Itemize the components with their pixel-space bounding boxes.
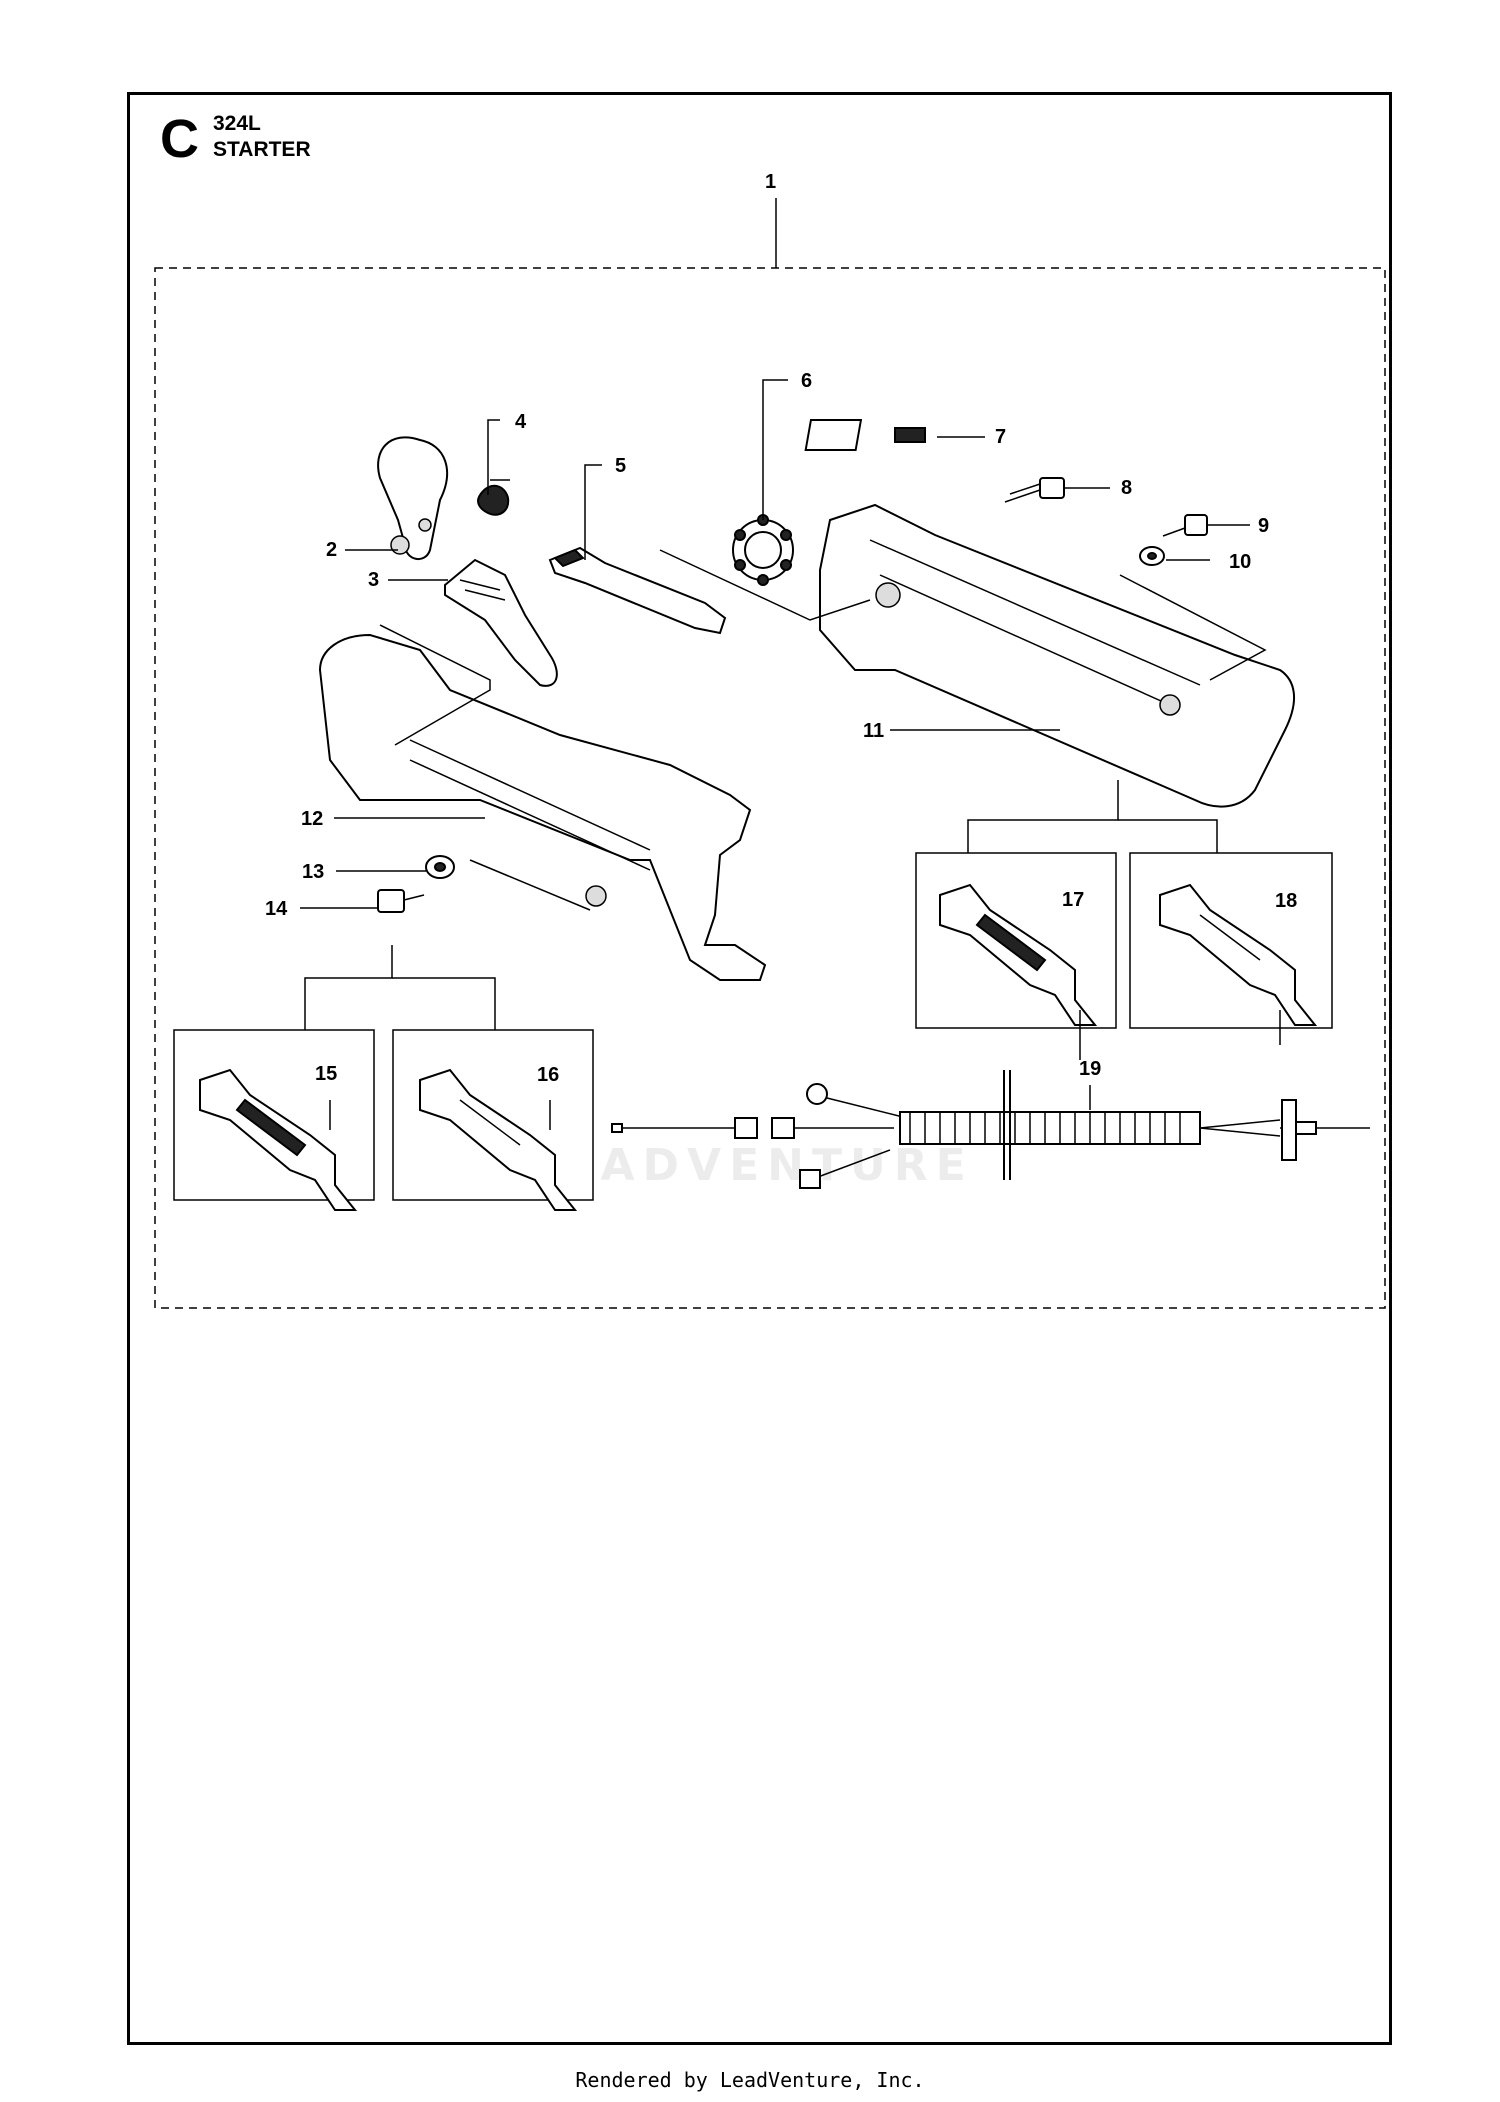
part-4-spring — [477, 479, 510, 516]
callout-13: 13 — [302, 861, 324, 883]
callout-6: 6 — [801, 370, 812, 392]
callout-8: 8 — [1121, 477, 1132, 499]
callout-3: 3 — [368, 569, 379, 591]
part-12-handle — [318, 633, 767, 981]
part-8-screw — [1004, 477, 1065, 503]
part-6-ring — [732, 514, 794, 586]
footer-credit: Rendered by LeadVenture, Inc. — [575, 2068, 925, 2092]
part-19-cable — [611, 1070, 1370, 1189]
model-label: 324L — [213, 112, 261, 135]
part-5-lever — [548, 546, 727, 635]
part-15-handle — [199, 1068, 358, 1211]
callout-15: 15 — [315, 1063, 337, 1085]
part-13-washer — [425, 855, 455, 879]
callout-11: 11 — [863, 720, 884, 742]
callout-18: 18 — [1275, 890, 1297, 912]
leader-lines — [300, 379, 1281, 1130]
callout-7: 7 — [995, 426, 1006, 448]
callout-5: 5 — [615, 455, 626, 477]
part-11-handle — [819, 503, 1296, 808]
callout-9: 9 — [1258, 515, 1269, 537]
callout-19: 19 — [1079, 1058, 1101, 1080]
callout-14: 14 — [265, 898, 288, 920]
part-17-handle — [939, 883, 1098, 1026]
part-2-bracket — [377, 436, 449, 560]
callout-17: 17 — [1062, 889, 1084, 911]
diagram-frame — [127, 92, 1392, 2045]
section-letter: C — [160, 109, 199, 169]
part-14-screw — [377, 889, 425, 913]
callout-1: 1 — [765, 171, 776, 193]
part-10-washer — [1139, 546, 1165, 566]
callout-4: 4 — [515, 411, 527, 433]
section-title: STARTER — [213, 138, 311, 161]
kit-boundary — [154, 267, 1386, 1309]
callout-2: 2 — [326, 539, 337, 561]
part-18-handle — [1159, 883, 1318, 1026]
part-7-switch — [804, 419, 926, 451]
part-16-handle — [419, 1068, 578, 1211]
callout-12: 12 — [301, 808, 323, 830]
callout-10: 10 — [1229, 551, 1251, 573]
part-3-trigger — [444, 558, 558, 687]
watermark: LEADVENTURE — [526, 1140, 974, 1191]
callout-16: 16 — [537, 1064, 559, 1086]
part-9-screw — [1162, 514, 1208, 537]
